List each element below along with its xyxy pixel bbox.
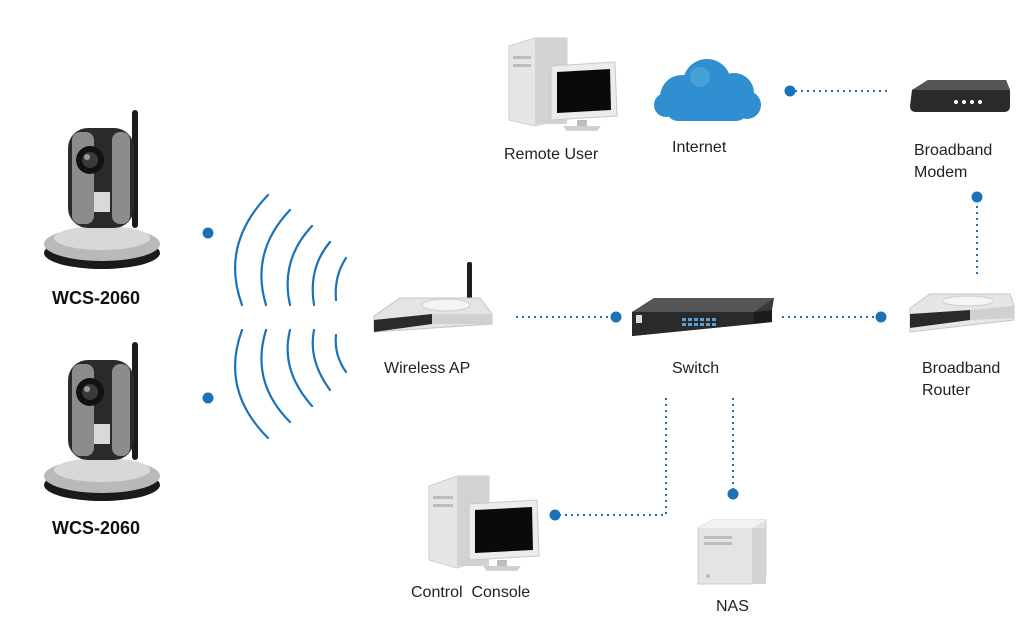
wireless-ap[interactable]	[370, 258, 495, 338]
control-console-label: Control Console	[411, 584, 531, 601]
link-dot	[202, 227, 214, 239]
remote-user[interactable]	[505, 36, 620, 132]
link-dot	[610, 311, 622, 323]
switch[interactable]	[626, 292, 776, 342]
ip-camera-icon	[44, 342, 160, 501]
router-icon	[909, 293, 1015, 333]
internet[interactable]	[652, 55, 762, 125]
modem-label-line2: Modem	[914, 164, 968, 181]
switch-label: Switch	[672, 360, 720, 377]
camera-1[interactable]	[40, 108, 165, 273]
link-switch-console	[560, 398, 667, 516]
broadband-router[interactable]	[906, 290, 1018, 338]
network-switch-icon	[632, 298, 774, 336]
link-dot	[971, 191, 983, 203]
link-dot	[549, 509, 561, 521]
desktop-computer-icon	[428, 475, 540, 571]
nas-storage-icon	[697, 519, 767, 585]
nas[interactable]	[694, 518, 770, 586]
modem-label-line1: Broadband	[914, 142, 993, 159]
camera-1-label: WCS-2060	[52, 288, 141, 308]
link-dot	[202, 392, 214, 404]
router-label-line1: Broadband	[922, 360, 1001, 377]
internet-label: Internet	[672, 139, 727, 156]
wireless-router-icon	[373, 262, 493, 333]
ip-camera-icon	[44, 110, 160, 269]
link-dot	[784, 85, 796, 97]
modem-icon	[910, 80, 1010, 112]
router-label-line2: Router	[922, 382, 971, 399]
wireless-waves	[234, 193, 348, 440]
broadband-modem[interactable]	[906, 76, 1016, 116]
remote-user-label: Remote User	[504, 146, 599, 163]
wireless-ap-label: Wireless AP	[384, 360, 471, 377]
camera-2-label: WCS-2060	[52, 518, 141, 538]
link-dot	[875, 311, 887, 323]
control-console[interactable]	[425, 474, 543, 572]
desktop-computer-icon	[508, 37, 618, 131]
link-dot	[727, 488, 739, 500]
nas-label: NAS	[716, 598, 749, 615]
cloud-icon	[654, 59, 761, 121]
camera-2[interactable]	[40, 340, 165, 505]
